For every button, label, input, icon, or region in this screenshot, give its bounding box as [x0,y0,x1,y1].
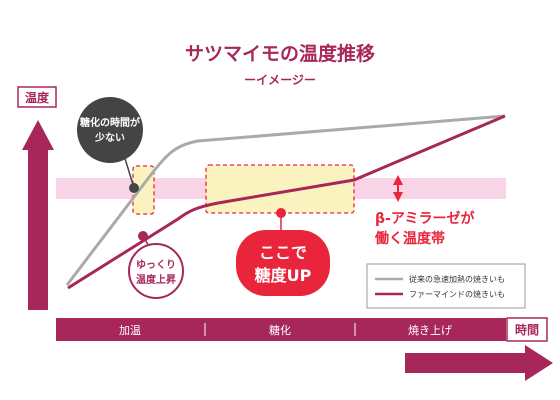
x-axis-arrow-icon [405,345,553,381]
farmind-curve [67,114,506,290]
amylase-label-line1: β-アミラーゼが [375,210,476,227]
slow-rise-callout [128,243,184,299]
conventional-curve [65,114,506,286]
phase-baking: 焼き上げ [408,324,452,337]
gelatinization-callout-line1: 糖化の時間が [80,116,141,129]
sugar-up-callout-line1: ここで [259,243,307,262]
legend-box [366,263,526,309]
amylase-label-line2: 働く温度帯 [374,230,445,247]
slow-rise-callout-line2: 温度上昇 [136,273,176,286]
legend-label-farmind: ファーマインドの焼きいも [409,290,505,299]
y-axis-label: 温度 [25,90,50,105]
diagram-subtitle: ーイメージー [244,73,316,87]
slow-rise-point [138,231,148,241]
gelatinization-callout-line2: 少ない [94,131,125,144]
sugar-up-callout-line2: 糖度UP [255,266,312,285]
sugar-up-callout [236,230,330,296]
phase-saccharification: 糖化 [269,323,291,337]
legend-label-conventional: 従来の急速加熱の焼きいも [409,274,505,284]
x-axis-label-box [506,317,548,342]
diagram-title: サツマイモの温度推移 [185,42,375,65]
sugar-up-box [205,164,355,214]
sugar-up-point [276,208,286,218]
phase-heating: 加温 [119,324,141,337]
gelatinization-point [129,183,139,193]
y-axis-label-box [17,86,57,108]
x-axis-label: 時間 [515,322,539,337]
y-axis-arrow-icon [22,120,54,310]
gelatinization-callout [77,97,143,163]
slow-rise-callout-line1: ゆっくり [136,259,176,271]
phase-bar [56,318,506,341]
